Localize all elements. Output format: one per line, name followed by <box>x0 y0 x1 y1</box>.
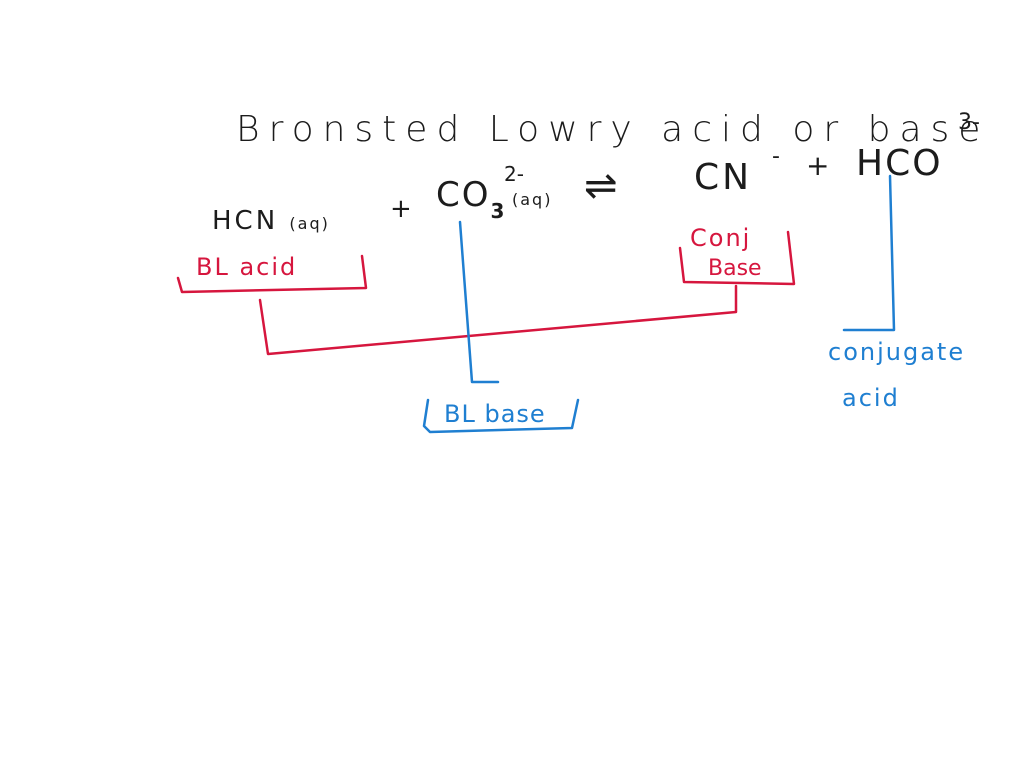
bl-acid-bracket <box>176 254 368 294</box>
bl-base-bracket <box>422 398 580 434</box>
label-conj-base-line2: Base <box>708 256 762 281</box>
page-title: Bronsted Lowry acid or base <box>236 109 990 150</box>
reactant-hcn-state: (aq) <box>289 214 330 233</box>
label-conjugate-acid-line2: acid <box>842 384 900 412</box>
acid-base-pair-connector <box>258 284 738 356</box>
reactant-carbonate: CO3 <box>436 175 506 221</box>
label-bl-base: BL base <box>444 400 546 428</box>
product-cyanide-charge: - <box>772 144 780 169</box>
plus-sign-2: + <box>806 149 830 182</box>
equilibrium-arrow: ⇌ <box>584 163 618 209</box>
reactant-carbonate-subscript: 3 <box>490 199 507 223</box>
reactant-carbonate-charge: 2- <box>504 162 524 186</box>
hco3-to-conj-acid-line <box>842 174 896 332</box>
label-conjugate-acid-line1: conjugate <box>828 338 966 366</box>
co3-to-bl-base-line <box>458 220 500 384</box>
conj-base-bracket <box>678 230 796 286</box>
label-bl-acid: BL acid <box>196 253 298 281</box>
product-bicarbonate: HCO <box>856 143 943 184</box>
product-bicarbonate-charge: 3- <box>958 110 980 135</box>
reactant-hcn: HCN (aq) <box>212 208 330 234</box>
reactant-carbonate-state: (aq) <box>512 190 553 209</box>
reactant-carbonate-formula: CO <box>436 175 491 215</box>
reactant-hcn-formula: HCN <box>212 206 279 236</box>
product-cyanide: CN <box>694 157 753 198</box>
label-conj-base-line1: Conj <box>690 224 752 252</box>
plus-sign-1: + <box>390 194 412 224</box>
